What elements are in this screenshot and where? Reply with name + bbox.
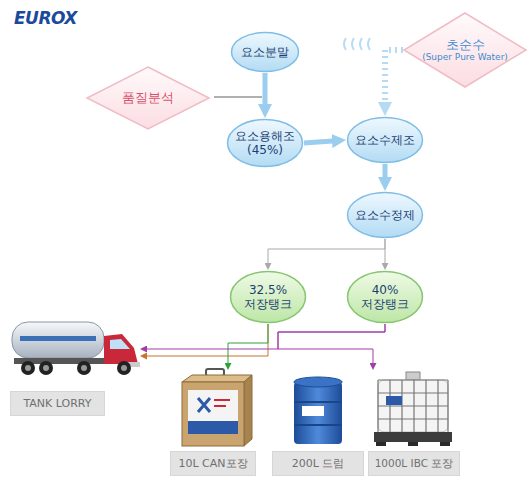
can-body [182, 382, 244, 446]
material-ellipse: 요소분말 [230, 31, 300, 73]
lorry-tank [12, 322, 104, 358]
delivery-node: TANK LORRY [10, 318, 140, 416]
can-logo-lines [214, 400, 230, 406]
water-chevrons [344, 38, 370, 50]
ibc-cap [406, 372, 420, 380]
quality-diamond: 품질분석 [86, 66, 210, 130]
node-label: 40% 저장탱크 [356, 283, 414, 312]
drum-rib [294, 424, 342, 426]
drum-illustration [294, 377, 342, 444]
cage-bar [378, 405, 448, 406]
flow-arrow [263, 73, 268, 108]
ellipse-shape [232, 33, 299, 72]
node-label: 요소수정제 [355, 208, 415, 222]
ellipse-shape [348, 272, 423, 323]
lorry-window [110, 339, 130, 349]
tank-lorry-illustration [12, 322, 140, 375]
node-label: 32.5% 저장탱크 [239, 283, 297, 312]
lorry-stripe [20, 336, 96, 341]
ellipse-shape [228, 120, 303, 167]
drum-label [302, 406, 324, 416]
wheel [117, 361, 131, 375]
pallet-foot [376, 442, 386, 446]
ibc-cage [378, 380, 448, 432]
cage-bar [378, 392, 448, 393]
hub [25, 365, 31, 371]
cage-bar [378, 379, 448, 380]
flow-arrow [228, 324, 268, 365]
leader-line [214, 96, 262, 98]
caption-tag: 10L CAN포장 [170, 451, 256, 476]
process-ellipse: 요소수정제 [346, 191, 424, 239]
diamond-shape [87, 67, 209, 129]
ellipse-shape [348, 193, 423, 238]
can-side [244, 375, 252, 446]
drum-rib [294, 401, 342, 403]
ellipse-shape [348, 118, 423, 163]
ellipse-shape [231, 272, 306, 323]
node-label: (Super Pure Water) [422, 52, 508, 63]
flow-arrow [383, 164, 388, 181]
flow-arrow [304, 141, 336, 143]
wheel [77, 361, 91, 375]
node-label: 초순수 [446, 37, 485, 53]
chevron [360, 38, 362, 50]
flow-arrow [385, 50, 403, 106]
caption-tag: TANK LORRY [10, 391, 105, 416]
flow-arrow [278, 324, 385, 365]
hub [81, 365, 87, 371]
flow-arrow [145, 324, 268, 356]
can-label-stripe [188, 421, 238, 434]
can-logo-mark [198, 398, 210, 412]
package-node: 10L CAN포장 [170, 370, 256, 476]
ibc-pallet [374, 432, 452, 442]
storage-tank-ellipse: 40% 저장탱크 [346, 270, 424, 324]
can-illustration [182, 369, 252, 446]
node-label: 요소수제조 [355, 133, 415, 147]
process-ellipse: 요소수제조 [346, 116, 424, 164]
cage-bar [378, 418, 448, 419]
diamond-shape [404, 13, 526, 87]
can-label [188, 390, 238, 434]
ibc-illustration [374, 372, 452, 446]
chevron [368, 38, 370, 50]
pallet-foot [440, 442, 450, 446]
flow-arrow [145, 324, 385, 349]
caption-tag: 200L 드럼 [272, 451, 364, 476]
input-diamond: 초순수(Super Pure Water) [403, 12, 527, 88]
caption-tag: 1000L IBC 포장 [368, 451, 460, 476]
node-label: 품질분석 [122, 90, 174, 106]
can-top [182, 375, 252, 382]
wheel [39, 361, 53, 375]
pallet-foot [408, 442, 418, 446]
drum-body [294, 382, 342, 444]
brand-logo: EUROX [14, 8, 77, 28]
node-label: 요소분말 [241, 45, 289, 59]
chevron [344, 38, 346, 50]
flow-arrow [268, 239, 385, 265]
chevron [352, 38, 354, 50]
wheel [21, 361, 35, 375]
hub [121, 365, 127, 371]
ibc-label [386, 396, 402, 405]
package-node: 1000L IBC 포장 [368, 370, 460, 476]
storage-tank-ellipse: 32.5% 저장탱크 [229, 270, 307, 324]
flow-arrow [385, 239, 386, 265]
lorry-cab [104, 334, 138, 364]
package-node: 200L 드럼 [272, 370, 364, 476]
node-label: 요소용해조 (45%) [233, 129, 297, 158]
drum-top [294, 377, 342, 387]
ibc-tank [378, 380, 448, 432]
hub [43, 365, 49, 371]
process-ellipse: 요소용해조 (45%) [226, 118, 304, 168]
